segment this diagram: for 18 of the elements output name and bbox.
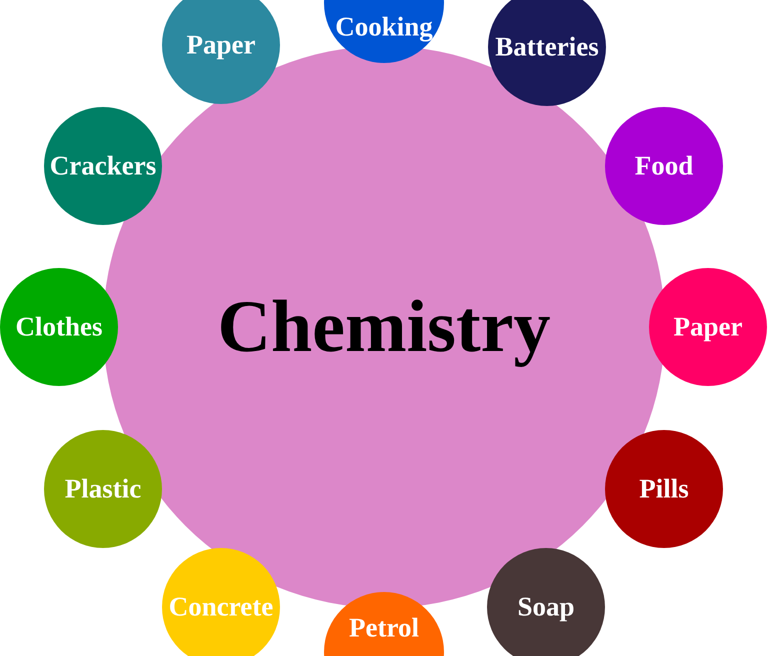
topic-circle bbox=[605, 430, 723, 548]
topic-label: Soap bbox=[517, 594, 575, 620]
topic-label: Crackers bbox=[50, 152, 156, 180]
topic-label: Batteries bbox=[495, 34, 599, 60]
topic-circle bbox=[0, 268, 118, 386]
topic-label: Petrol bbox=[349, 614, 419, 642]
topic-circle bbox=[649, 268, 767, 386]
topic-label: Pills bbox=[639, 476, 689, 502]
topic-label: Plastic bbox=[64, 476, 142, 502]
topic-label: Clothes bbox=[16, 314, 102, 340]
topic-label: Paper bbox=[674, 314, 742, 340]
topic-label: Food bbox=[634, 152, 694, 180]
topic-label: Concrete bbox=[168, 594, 274, 620]
topic-circle bbox=[44, 107, 162, 225]
topic-label: Paper bbox=[186, 32, 256, 58]
topic-circle bbox=[605, 107, 723, 225]
topic-circle bbox=[44, 430, 162, 548]
topic-label: Cooking bbox=[335, 14, 433, 40]
